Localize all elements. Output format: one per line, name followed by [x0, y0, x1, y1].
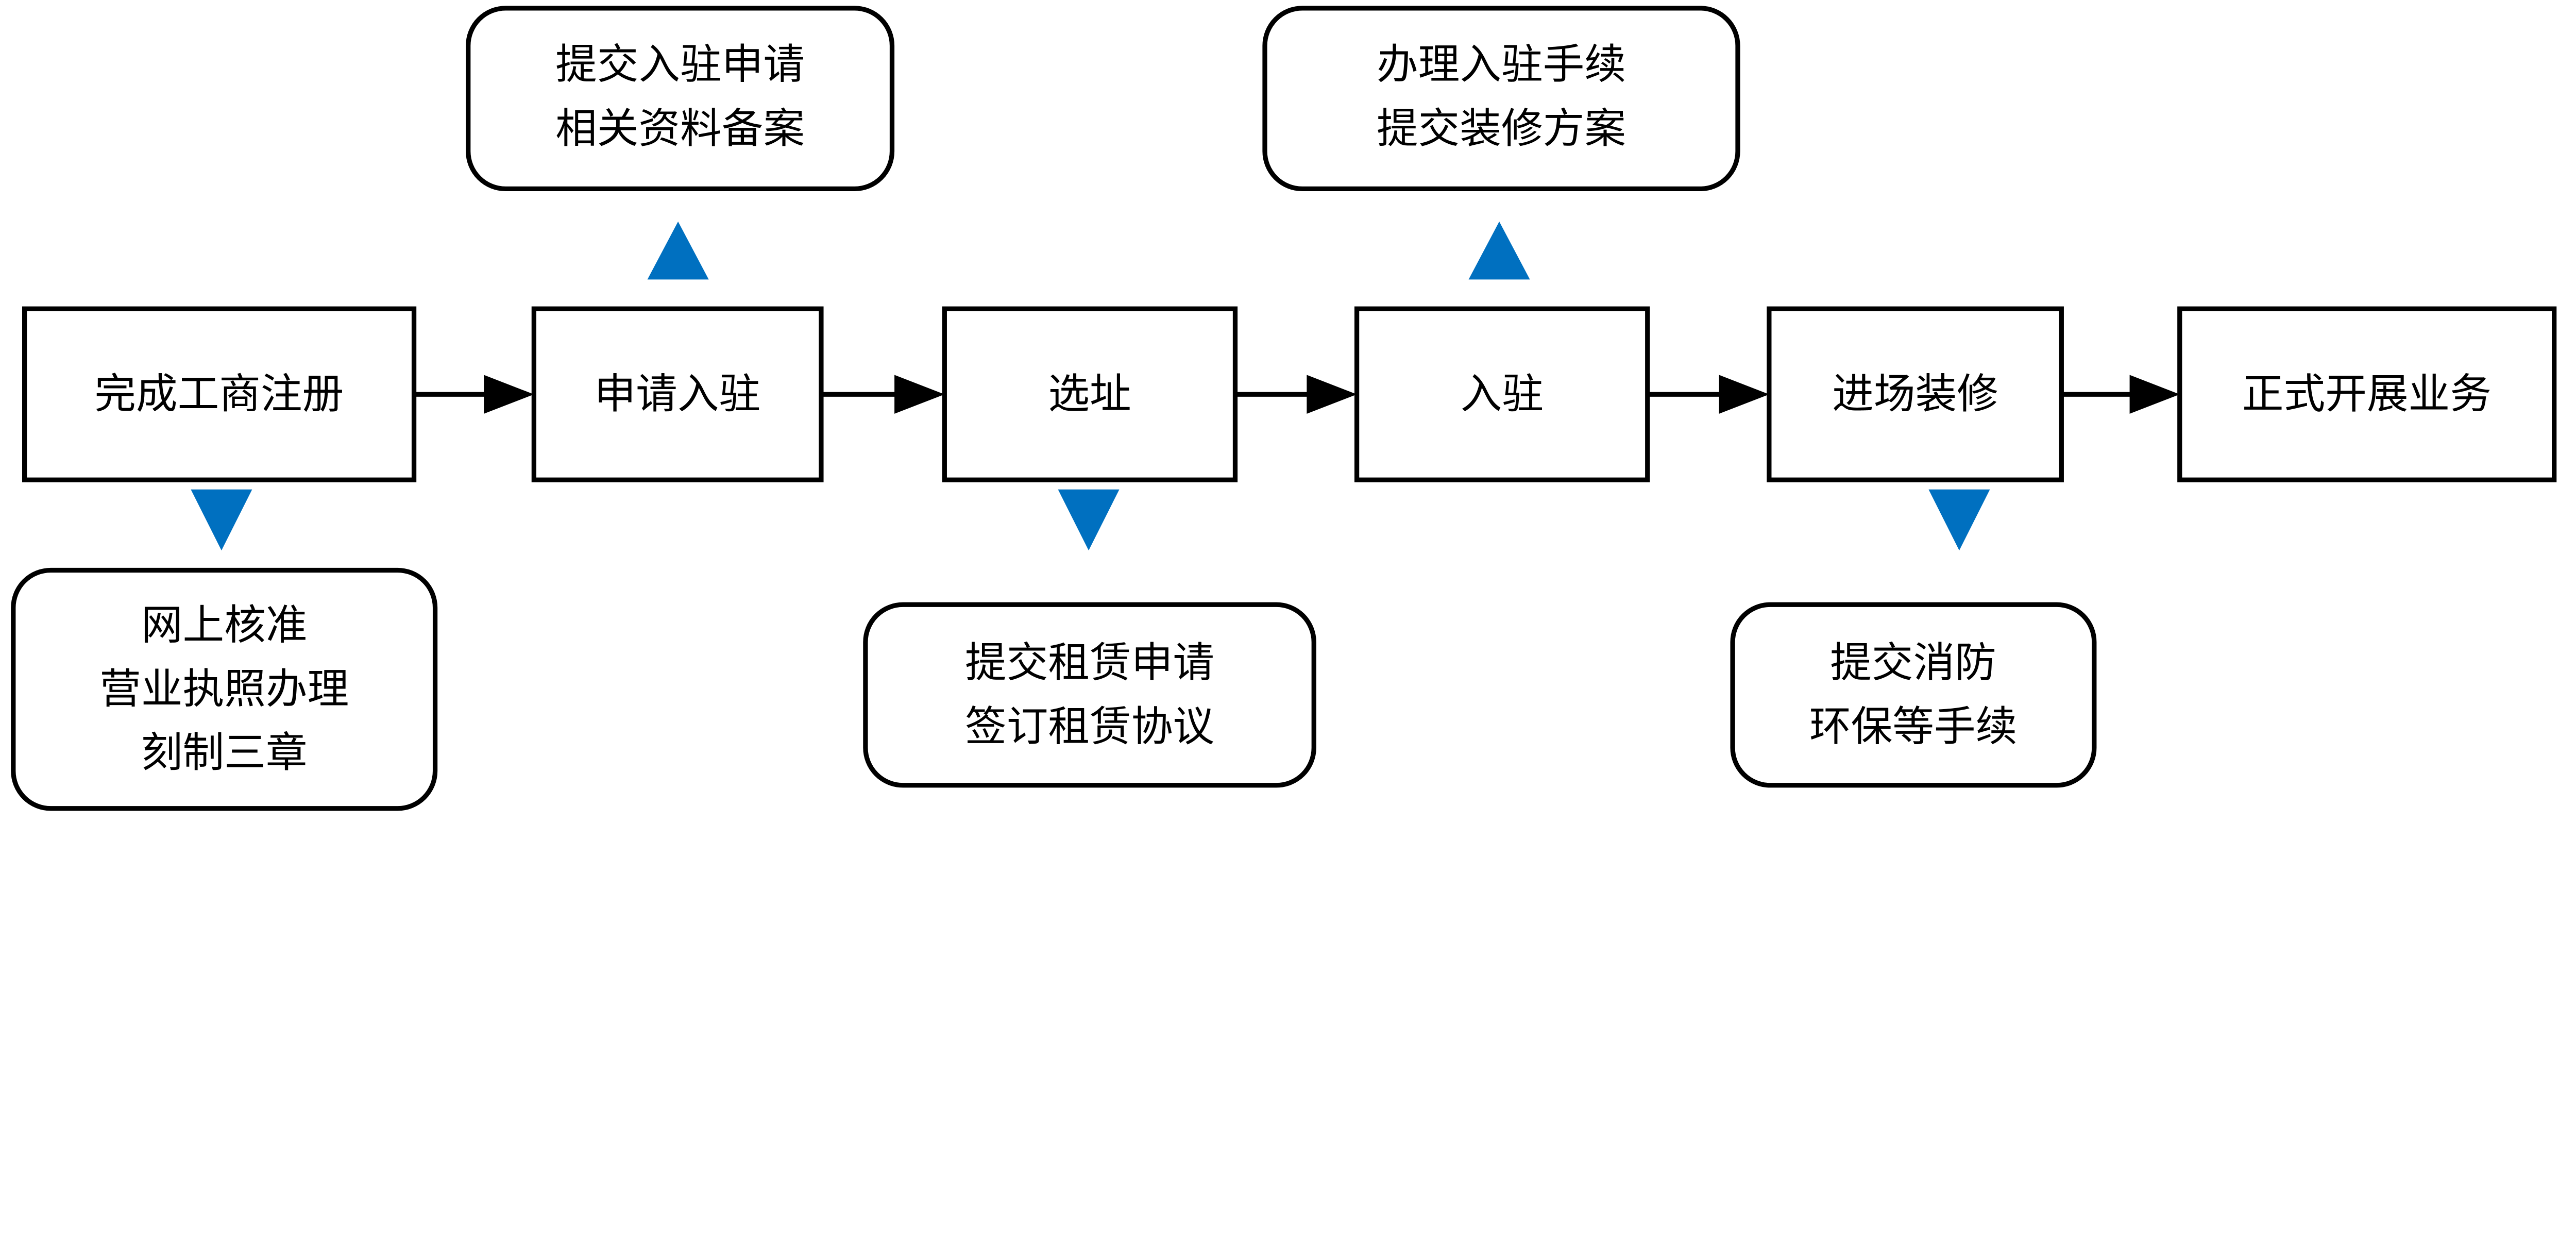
note-box	[863, 602, 1316, 788]
step-2: 申请入驻	[531, 306, 824, 482]
note-line: 办理入驻手续	[1377, 41, 1626, 89]
note-decorate: 提交消防 环保等手续	[1730, 602, 2097, 788]
note-line: 刻制三章	[141, 729, 308, 777]
note-box	[11, 567, 438, 811]
step-box	[1354, 306, 1650, 482]
note-register: 网上核准 营业执照办理 刻制三章	[11, 567, 438, 811]
note-settle: 办理入驻手续 提交装修方案	[1262, 6, 1740, 192]
step-box	[1767, 306, 2064, 482]
arrow-head-icon	[894, 375, 945, 414]
note-apply: 提交入驻申请 相关资料备案	[466, 6, 895, 192]
note-line: 环保等手续	[1809, 703, 2017, 751]
step-6: 正式开展业务	[2177, 306, 2557, 482]
note-line: 营业执照办理	[99, 665, 349, 713]
step-4: 入驻	[1354, 306, 1650, 482]
arrow-head-icon	[484, 375, 534, 414]
note-box	[1730, 602, 2097, 788]
arrow-head-icon	[1307, 375, 1357, 414]
step-1: 完成工商注册	[22, 306, 417, 482]
up-triangle-icon	[1468, 221, 1530, 280]
note-line: 提交消防	[1830, 639, 1996, 687]
step-box	[942, 306, 1238, 482]
note-box	[1262, 6, 1740, 192]
step-label: 进场装修	[1832, 370, 1998, 418]
step-5: 进场装修	[1767, 306, 2064, 482]
note-line: 相关资料备案	[555, 105, 805, 153]
step-box	[2177, 306, 2557, 482]
up-triangle-icon	[647, 221, 709, 280]
note-line: 网上核准	[141, 601, 308, 650]
note-box	[466, 6, 895, 192]
note-line: 提交装修方案	[1377, 105, 1626, 153]
note-line: 提交租赁申请	[965, 639, 1214, 687]
flow-diagram: 完成工商注册 申请入驻 选址 入驻 进场装修 正式开展业务 网上核准 营业执照办…	[11, 6, 2557, 811]
note-site: 提交租赁申请 签订租赁协议	[863, 602, 1316, 788]
connectors	[414, 375, 2180, 414]
step-label: 选址	[1048, 370, 1131, 418]
step-label: 完成工商注册	[94, 370, 344, 418]
arrow-head-icon	[2129, 375, 2180, 414]
step-label: 入驻	[1461, 370, 1544, 418]
down-triangle-icon	[1928, 489, 1990, 551]
step-3: 选址	[942, 306, 1238, 482]
arrow-head-icon	[1719, 375, 1769, 414]
down-triangle-icon	[1058, 489, 1120, 551]
note-line: 提交入驻申请	[555, 41, 805, 89]
step-label: 申请入驻	[594, 370, 760, 418]
step-label: 正式开展业务	[2242, 370, 2492, 418]
step-box	[531, 306, 824, 482]
down-triangle-icon	[191, 489, 252, 551]
step-box	[22, 306, 417, 482]
note-line: 签订租赁协议	[965, 703, 1214, 751]
